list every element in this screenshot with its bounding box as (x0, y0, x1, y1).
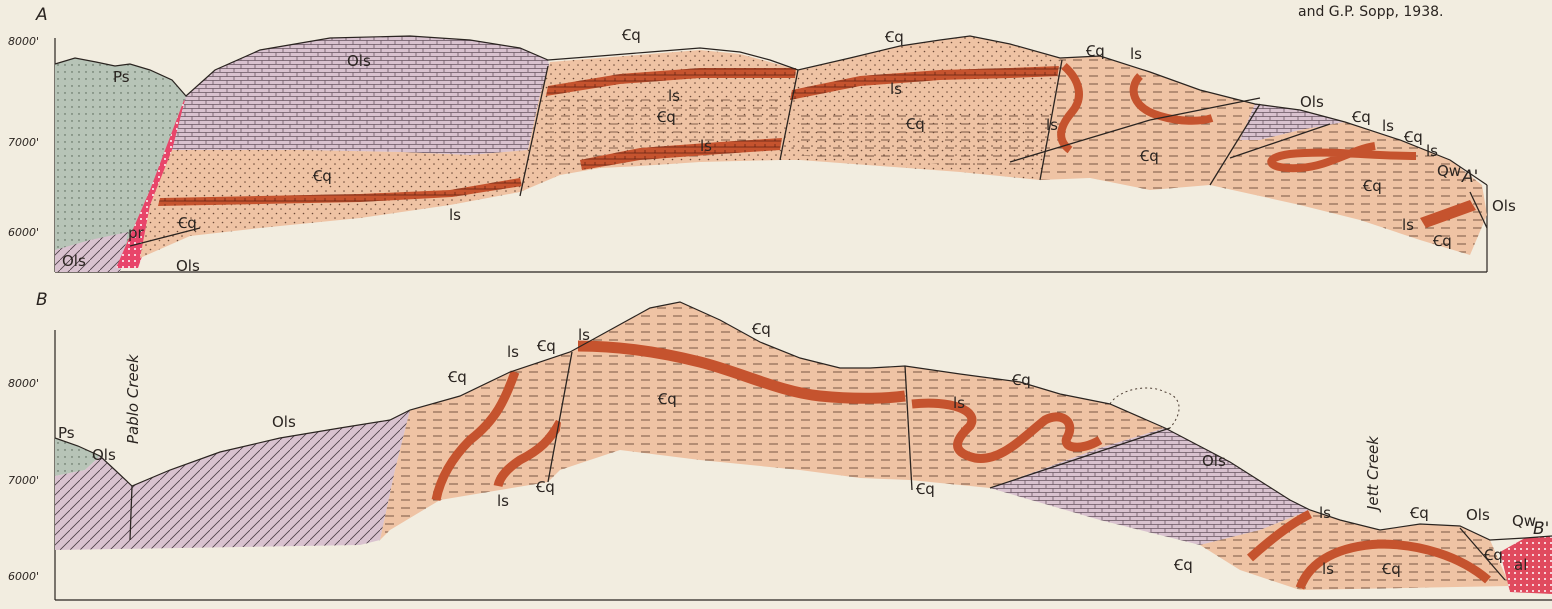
label-a-ls-r1: ls (1382, 117, 1394, 135)
label-b-cq-4: Ꞓq (915, 480, 935, 498)
section-b-label: B (36, 290, 48, 310)
label-a-cq-r4: Ꞓq (1432, 232, 1452, 250)
label-b-ls-fold: ls (953, 394, 965, 412)
label-a-ls-top: ls (1130, 45, 1142, 63)
label-a-cq-left: Ꞓq (177, 214, 197, 232)
elev-b-8000: 8000' (8, 377, 39, 390)
label-a-cq-1: Ꞓq (656, 108, 676, 126)
elev-a-8000: 8000' (8, 35, 39, 48)
label-b-cq-bot: Ꞓq (535, 478, 555, 496)
label-b-cq-r2: Ꞓq (1173, 556, 1193, 574)
label-b-cq-1: Ꞓq (447, 368, 467, 386)
elev-b-7000: 7000' (8, 474, 39, 487)
label-b-cq-r3: Ꞓq (1381, 560, 1401, 578)
label-b-cq-r1: Ꞓq (1409, 504, 1429, 522)
label-b-ls-r: ls (1319, 504, 1331, 522)
label-a-cq-2: Ꞓq (905, 115, 925, 133)
section-b: B B' 8000' 7000' 6000' Pablo Creek Jett … (8, 290, 1552, 600)
label-b-ols-r2: Ols (1466, 506, 1490, 524)
label-a-cq-r3: Ꞓq (1362, 177, 1382, 195)
section-a: A A' 8000' 7000' 6000' Ps Ols Ꞓq Ꞓq Ꞓq l… (8, 5, 1516, 275)
label-a-ols-top: Ols (347, 52, 371, 70)
label-b-al: al (1514, 556, 1527, 574)
label-b-ols-r: Ols (1202, 452, 1226, 470)
label-b-ls-1: ls (507, 343, 519, 361)
label-a-ols-bl: Ols (62, 252, 86, 270)
credit-text: and G.P. Sopp, 1938. (1298, 4, 1443, 20)
label-a-ls-1: ls (668, 87, 680, 105)
label-a-cq-3: Ꞓq (1139, 147, 1159, 165)
label-b-ols-mid: Ols (272, 413, 296, 431)
label-a-cq-top2: Ꞓq (884, 28, 904, 46)
label-b-ps: Ps (58, 424, 75, 442)
label-a-cq-top3: Ꞓq (1085, 42, 1105, 60)
label-b-ols-left: Ols (92, 446, 116, 464)
label-a-ls-r2: ls (1426, 142, 1438, 160)
label-b-cq-r4: Ꞓq (1483, 546, 1503, 564)
label-a-ls-r3: ls (1402, 216, 1414, 234)
label-a-ols-b2: Ols (176, 257, 200, 275)
label-b-ls-bot: ls (497, 492, 509, 510)
label-b-cq-3: Ꞓq (1011, 371, 1031, 389)
label-a-pr: pr (128, 224, 145, 242)
label-a-cq-r2: Ꞓq (1403, 128, 1423, 146)
label-a-ls-2: ls (890, 80, 902, 98)
label-b-cq-2: Ꞓq (536, 337, 556, 355)
elev-b-6000: 6000' (8, 570, 39, 583)
elev-a-7000: 7000' (8, 136, 39, 149)
label-a-cq-top1: Ꞓq (621, 26, 641, 44)
label-a-ls-fold: ls (1046, 116, 1058, 134)
label-a-cq-4: Ꞓq (312, 167, 332, 185)
label-a-ols-end: Ols (1492, 197, 1516, 215)
label-b-cq-core: Ꞓq (657, 390, 677, 408)
label-a-ols-right: Ols (1300, 93, 1324, 111)
label-b-ls-2: ls (578, 326, 590, 344)
label-b-cq-top: Ꞓq (751, 320, 771, 338)
label-a-ls-bottom: ls (449, 206, 461, 224)
label-a-cq-r1: Ꞓq (1351, 108, 1371, 126)
section-a-label: A (35, 5, 48, 25)
creek-pablo: Pablo Creek (124, 353, 142, 444)
label-b-ls-r2: ls (1322, 560, 1334, 578)
creek-jett: Jett Creek (1364, 435, 1382, 513)
elev-a-6000: 6000' (8, 226, 39, 239)
section-a-end-label: A' (1461, 167, 1478, 187)
label-b-qw: Qw (1512, 512, 1536, 530)
label-a-ps: Ps (113, 68, 130, 86)
label-a-qw: Qw (1437, 162, 1461, 180)
label-a-ls-3: ls (700, 137, 712, 155)
